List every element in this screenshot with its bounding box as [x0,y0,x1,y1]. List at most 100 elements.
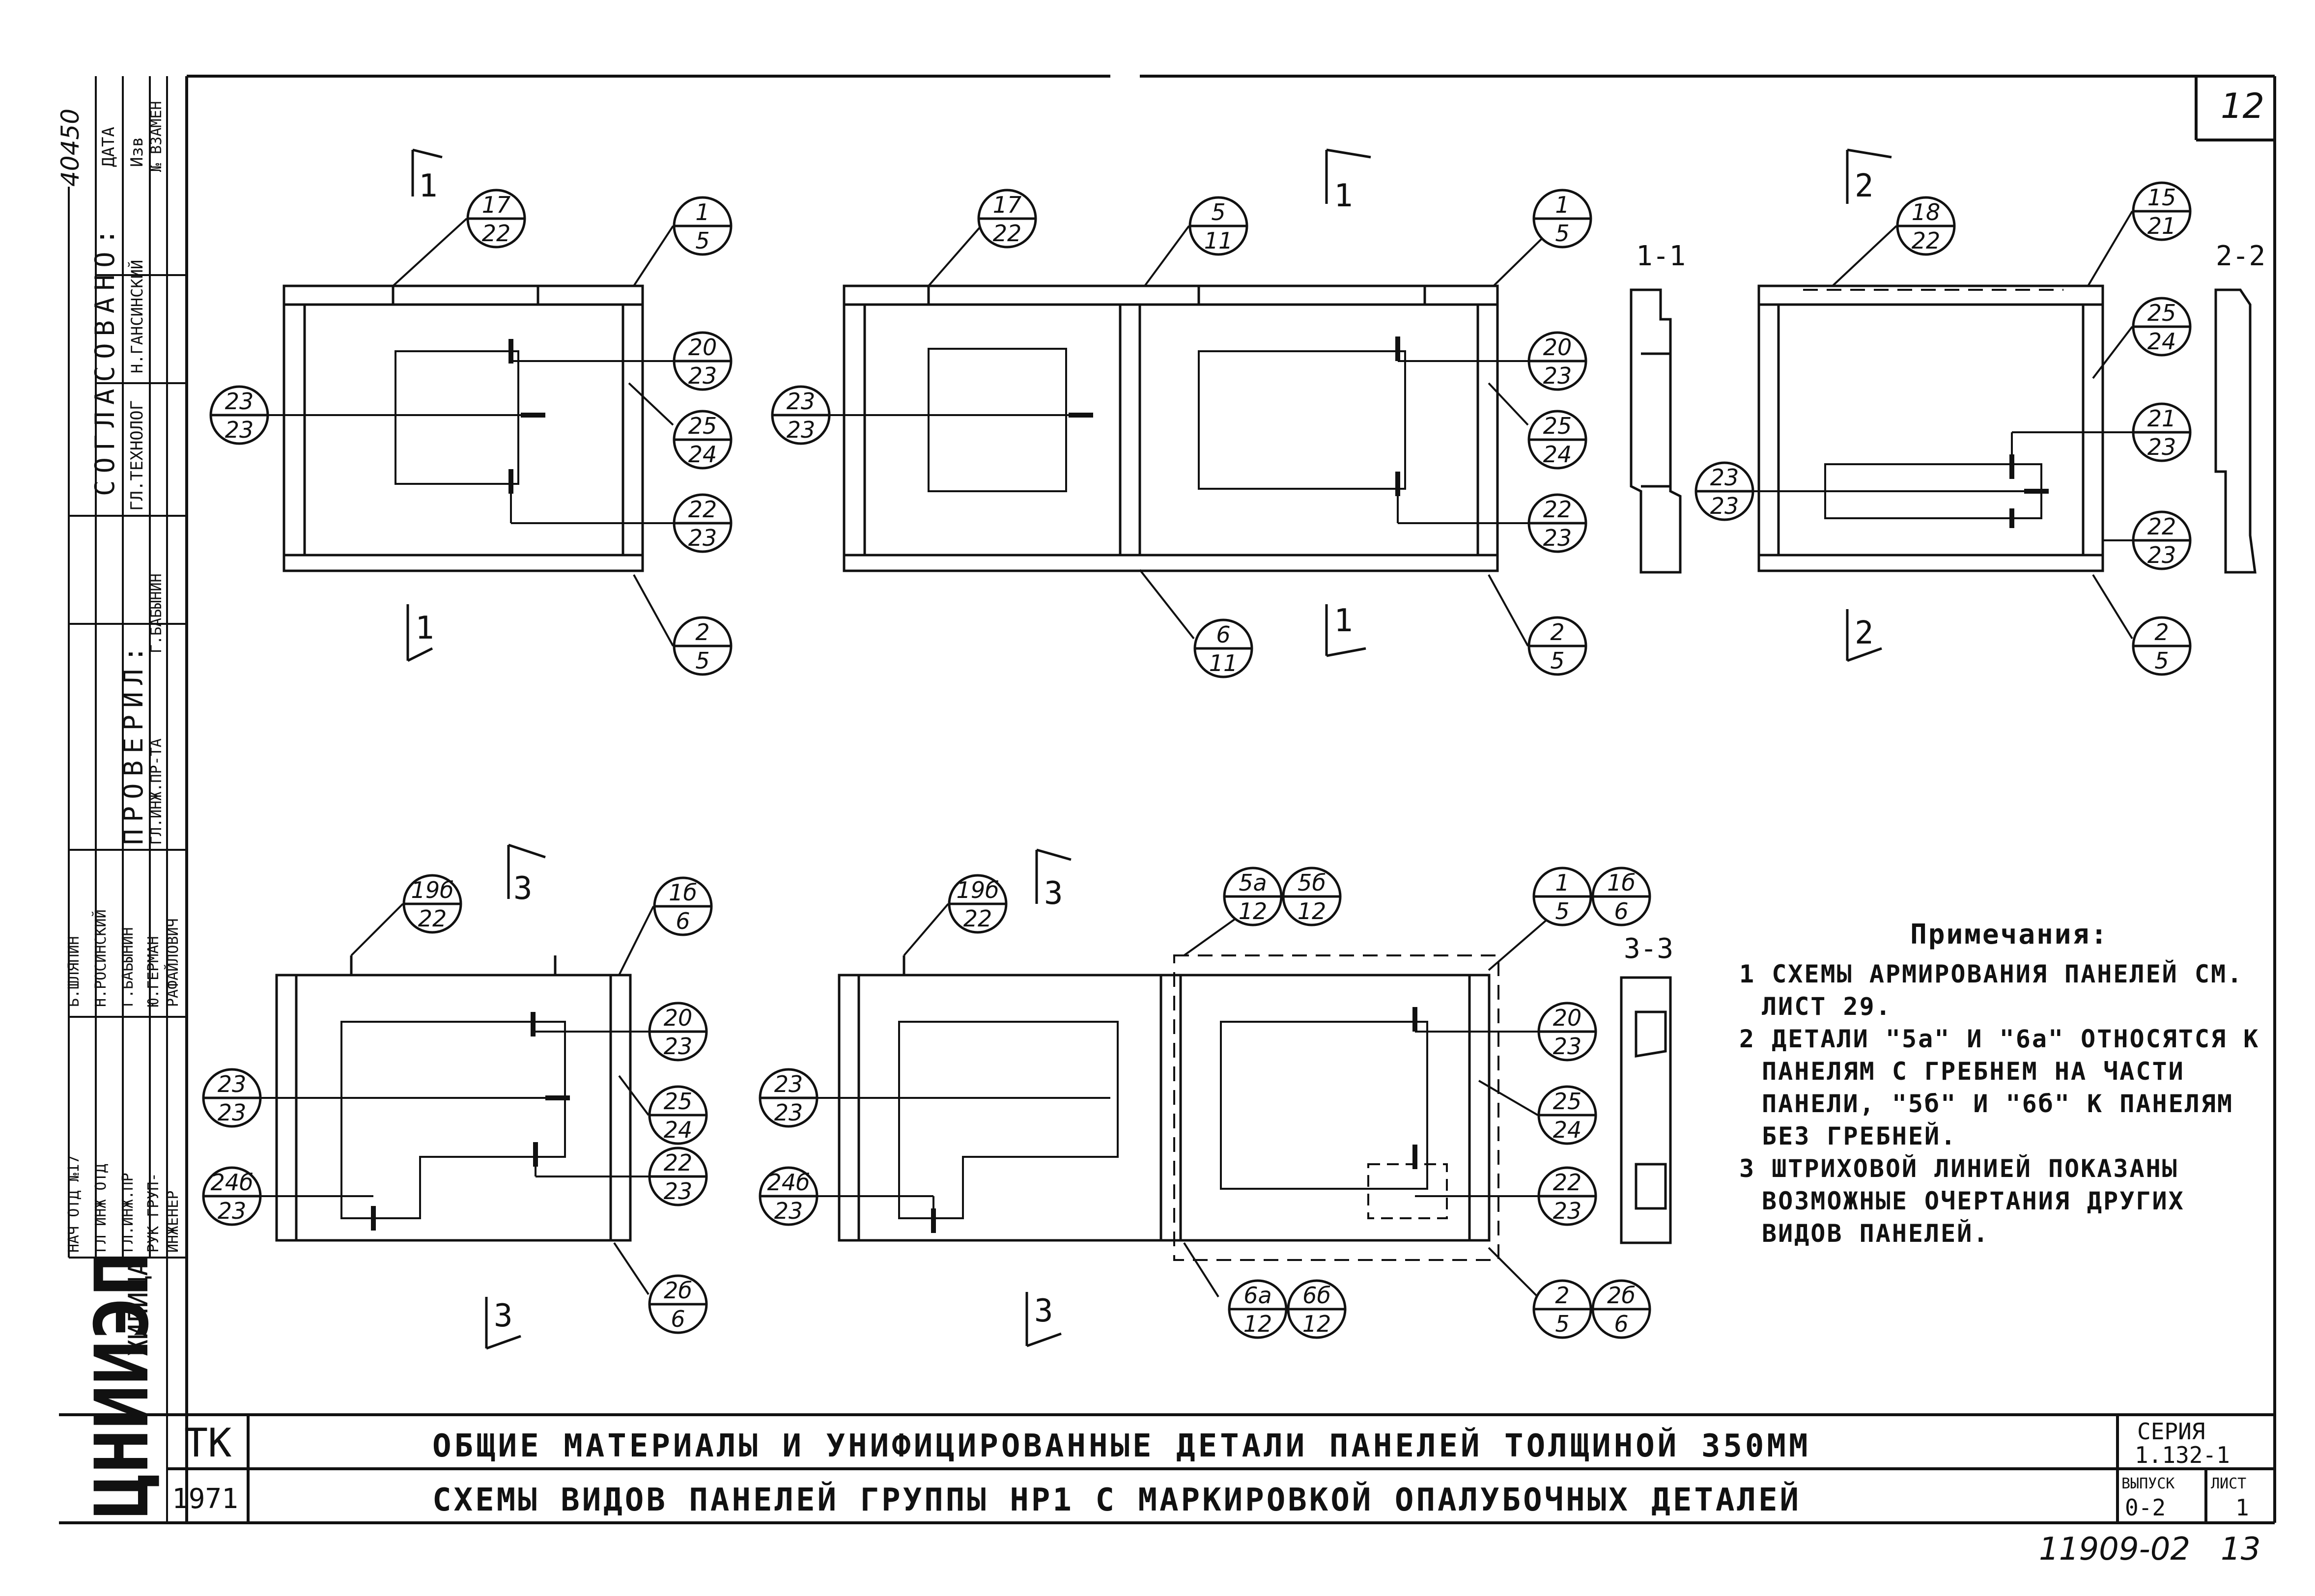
callout-bottom-label: 23 [1543,363,1572,389]
callout-top-label: 2 [1555,1282,1569,1309]
callout-bottom-label: 12 [1298,898,1327,924]
tb-sheet-value: 1 [2235,1494,2249,1521]
callout-p4-tr: 1б6 [653,876,713,936]
cut-label: 1 [1334,178,1353,214]
callout-top-label: 2б [1607,1282,1636,1309]
tb-issue-value: 0-2 [2125,1494,2166,1521]
agreed-col-date: ДАТА [99,127,118,167]
agreed-name: Н.ГАНСИНСКИЙ [128,260,146,373]
callout-bottom-label: 23 [664,1033,693,1060]
callout-top-label: 15 [2147,184,2176,211]
agreed-header: СОГЛАСОВАНО: [89,222,120,496]
callout-bottom-label: 12 [1302,1311,1331,1337]
callout-bottom-label: 22 [1912,227,1941,254]
callout-top-label: 5а [1239,869,1267,896]
agreed-col-rep: № ВЗАМЕН [148,101,165,172]
callout-top-label: 1 [1555,192,1569,218]
org-logo: ЦНИИЭП [80,1252,165,1518]
callout-bottom-label: 5 [1555,898,1569,924]
callout-bottom-label: 23 [1543,525,1572,551]
callout-top-label: 23 [218,1071,247,1097]
archive-number: 11909-02 [2039,1531,2190,1568]
callout-top-label: 1б [669,879,697,906]
notes-block: Примечания: 1 СХЕМЫ АРМИРОВАНИЯ ПАНЕЛЕЙ … [1739,919,2280,1250]
callout-p1-bot: 25 [673,616,733,676]
tb-issue-label: ВЫПУСК [2121,1475,2174,1492]
checked-header: ПРОВЕРИЛ: [118,639,149,845]
panel-1 [282,284,644,572]
left-stamp-frame [68,76,187,1523]
callout-p5-tr2: 1б6 [1591,867,1651,926]
callout-bottom-label: 24 [688,441,717,468]
cut-label: 1 [415,610,434,646]
panel-2 [843,284,1499,572]
callout-top-label: 19б [957,877,999,903]
callout-top-label: 6а [1243,1282,1271,1309]
callout-bottom-label: 6 [1614,898,1628,924]
callout-bottom-label: 6 [671,1306,685,1332]
callout-bottom-label: 22 [993,220,1022,247]
callout-p2-botmid: 611 [1193,618,1253,678]
callout-bottom-label: 21 [2147,213,2176,239]
staff-role-3: ГЛ.ИНЖ.ПР [119,1173,137,1253]
callout-bottom-label: 23 [787,417,816,443]
callout-top-label: 20 [664,1005,693,1031]
callout-bottom-label: 12 [1243,1311,1272,1337]
callout-p5-bot2: 2б6 [1591,1279,1651,1339]
staff-role-5: ИНЖЕНЕР [165,1191,182,1253]
callout-bottom-label: 23 [774,1198,803,1224]
callout-top-label: 24б [767,1169,810,1196]
cut-label: 1 [1334,603,1353,639]
tb-code: ТК [184,1420,231,1466]
callout-top-label: 22 [688,496,717,523]
callout-bottom-label: 5 [695,647,709,674]
staff-name-5: РАФАЙЛОВИЧ [164,918,182,1007]
left-stamp-texts: 40450 СОГЛАСОВАНО: ГЛ.ТЕХНОЛОГ Н.ГАНСИНС… [56,101,182,1518]
callout-top-label: 25 [1553,1088,1582,1115]
staff-name-1: Б.ШЛЯПИН [65,936,83,1008]
callout-bottom-label: 23 [2147,542,2176,568]
callout-top-label: 6 [1216,621,1230,648]
checked-role: ГЛ.ИНЖ.ПР-ТА [148,738,165,845]
tb-year: 1971 [172,1483,238,1515]
tb-series-value: 1.132-1 [2135,1442,2230,1468]
callout-bottom-label: 23 [225,417,254,443]
callout-bottom-label: 12 [1239,898,1268,924]
staff-name-3: Г.БАБЫНИН [119,927,137,1007]
callout-p5-bot1: 25 [1532,1279,1592,1339]
staff-name-2: Н.РОСИНСКИЙ [92,909,110,1007]
staff-role-1: НАЧ ОТД №17 [65,1155,83,1253]
callout-top-label: 23 [225,388,254,415]
callout-top-label: 25 [688,413,717,439]
org-sub: ЖИЛИЩА [123,1260,154,1356]
callout-bottom-label: 23 [688,363,717,389]
callout-bottom-label: 22 [963,905,992,932]
callout-bottom-label: 11 [1204,227,1233,254]
callout-p2-mid: 511 [1188,196,1248,256]
callout-bottom-label: 24 [2147,328,2176,355]
drawing-frame [59,75,2276,1524]
callout-bottom-label: 23 [218,1099,247,1126]
cut-label: 3 [513,870,533,907]
callout-top-label: 22 [2147,513,2176,540]
callout-top-label: 6б [1302,1282,1331,1309]
callout-top-label: 20 [1553,1005,1582,1031]
page-number: 13 [2221,1531,2260,1568]
callout-top-label: 25 [1543,413,1572,439]
callout-p2-bot: 25 [1527,616,1587,676]
